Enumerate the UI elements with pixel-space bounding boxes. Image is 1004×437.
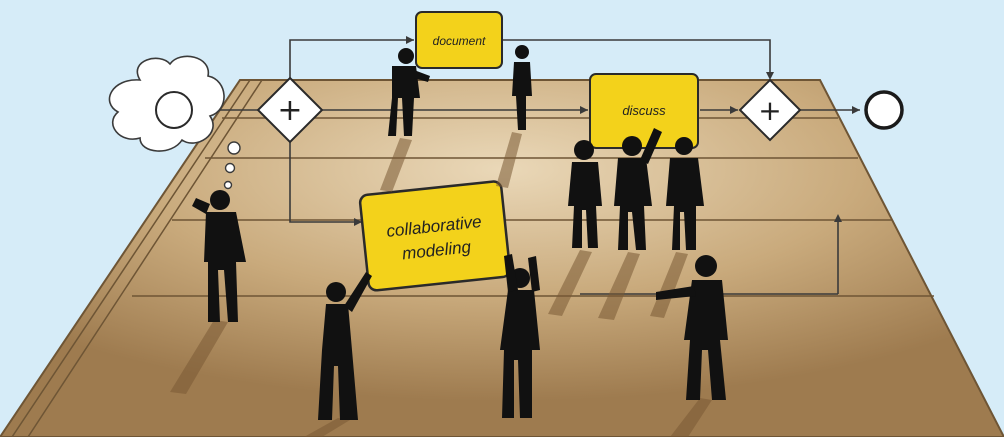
person-silhouette-icon bbox=[666, 137, 704, 250]
people bbox=[192, 45, 728, 420]
gateway-symbol: + bbox=[277, 93, 302, 128]
person-silhouette-icon bbox=[500, 254, 540, 418]
task-discuss: discuss bbox=[589, 73, 699, 149]
silhouette-shadows bbox=[170, 132, 712, 437]
person-silhouette-icon bbox=[512, 45, 532, 130]
lane-header-line bbox=[11, 79, 251, 437]
task-collaborative-modeling: collaborative modeling bbox=[358, 180, 512, 292]
person-silhouette-icon bbox=[192, 190, 246, 322]
task-document: document bbox=[415, 11, 503, 69]
parallel-gateway-join: + bbox=[738, 78, 802, 142]
task-document-label: document bbox=[433, 34, 486, 48]
end-event-icon bbox=[864, 90, 904, 130]
lane-header-line bbox=[27, 79, 263, 437]
person-silhouette-icon bbox=[614, 128, 662, 250]
start-event-icon bbox=[155, 91, 193, 129]
gateway-symbol: + bbox=[758, 94, 781, 127]
person-silhouette-icon bbox=[656, 255, 728, 400]
flow-arrowheads bbox=[354, 36, 860, 226]
person-silhouette-icon bbox=[318, 272, 372, 420]
task-discuss-label: discuss bbox=[622, 103, 666, 118]
person-silhouette-icon bbox=[568, 140, 602, 248]
parallel-gateway-split: + bbox=[256, 76, 324, 144]
person-silhouette-icon bbox=[388, 48, 430, 136]
